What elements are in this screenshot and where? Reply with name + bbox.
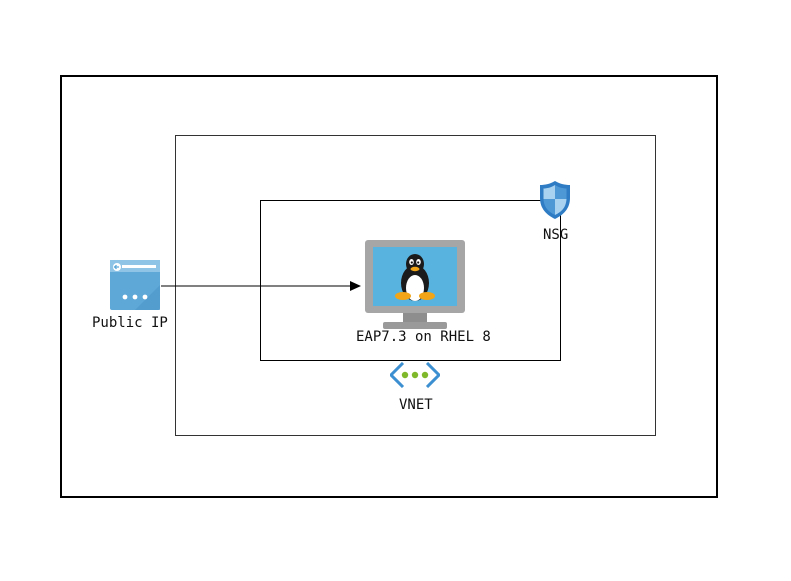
public-ip-icon[interactable] — [110, 260, 160, 310]
nsg-label: NSG — [543, 227, 569, 243]
vm-subnet-boundary — [260, 200, 561, 361]
vm-label: EAP7.3 on RHEL 8 — [356, 329, 491, 345]
vnet-icon[interactable] — [388, 361, 442, 389]
public-ip-label: Public IP — [92, 315, 168, 331]
outer-boundary — [60, 75, 718, 498]
linux-vm-icon[interactable] — [365, 240, 465, 330]
nsg-shield-icon[interactable] — [539, 180, 571, 220]
vnet-label: VNET — [399, 397, 433, 413]
